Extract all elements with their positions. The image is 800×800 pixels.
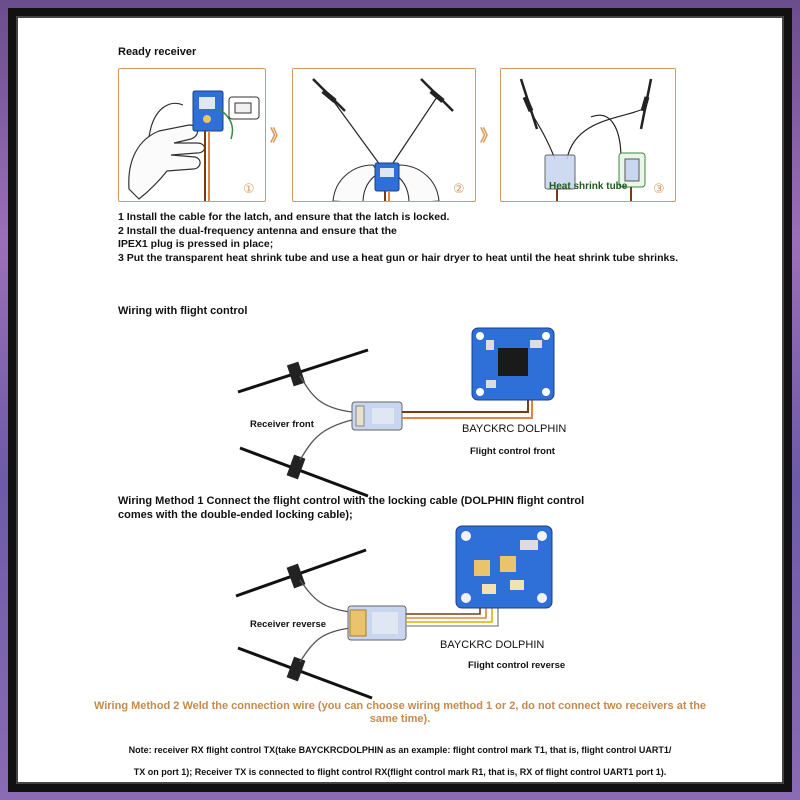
brand-label-reverse: BAYCKRC DOLPHIN	[440, 639, 545, 651]
wiring-method-2-line-1: Wiring Method 2 Weld the connection wire…	[93, 700, 707, 712]
step-panel-3: Heat shrink tube ③	[500, 68, 676, 202]
wiring-heading: Wiring with flight control	[118, 305, 248, 317]
receiver-front-label: Receiver front	[250, 419, 314, 430]
note-line-2: TX on port 1); Receiver TX is connected …	[133, 767, 667, 777]
flight-control-front-label: Flight control front	[470, 446, 555, 457]
panel-3-number: ③	[653, 181, 665, 196]
wiring-method-2-line-2: same time).	[369, 713, 431, 725]
panel-1-number: ①	[243, 181, 255, 196]
panel-separator-2: 》	[480, 128, 496, 145]
heat-shrink-illustration	[519, 78, 653, 201]
wiring-method-1: Wiring Method 1 Connect the flight contr…	[118, 494, 678, 522]
wiring-method-1-line-1: Wiring Method 1 Connect the flight contr…	[118, 495, 585, 507]
install-steps: 1 Install the cable for the latch, and e…	[118, 211, 778, 265]
ready-receiver-heading: Ready receiver	[118, 46, 197, 58]
wiring-method-1-line-2: comes with the double-ended locking cabl…	[118, 509, 353, 521]
step-panel-2: ②	[292, 68, 476, 202]
heat-shrink-label: Heat shrink tube	[549, 181, 628, 192]
receiver-reverse-label: Receiver reverse	[250, 619, 327, 630]
brand-label-front: BAYCKRC DOLPHIN	[462, 423, 567, 435]
panel-separator-1: 》	[270, 128, 286, 145]
panel-2-number: ②	[453, 181, 465, 196]
step-2-continued: IPEX1 plug is pressed in place;	[118, 238, 274, 250]
step-panel-1: ①	[118, 68, 266, 202]
note-line-1: Note: receiver RX flight control TX(take…	[128, 745, 672, 755]
step-2: 2 Install the dual-frequency antenna and…	[118, 224, 397, 237]
wiring-method-2: Wiring Method 2 Weld the connection wire…	[60, 700, 740, 726]
flight-control-reverse-label: Flight control reverse	[468, 660, 566, 671]
step-1: 1 Install the cable for the latch, and e…	[118, 211, 450, 223]
step-3: 3 Put the transparent heat shrink tube a…	[118, 251, 679, 264]
hand-install-cable-illustration	[128, 90, 260, 201]
install-antenna-illustration	[312, 78, 454, 201]
